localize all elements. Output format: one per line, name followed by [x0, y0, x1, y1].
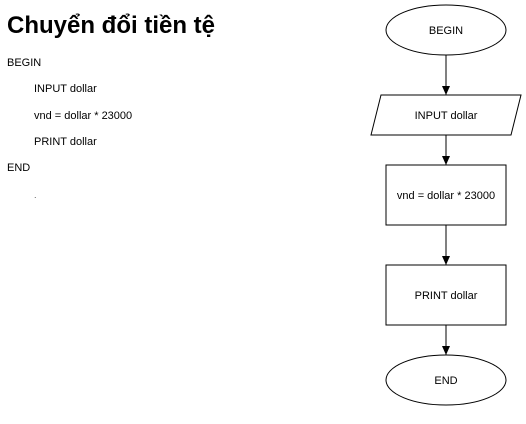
pseudocode-print: PRINT dollar — [34, 136, 97, 148]
flowchart-node-input: INPUT dollar — [370, 94, 522, 136]
flowchart-label-begin: BEGIN — [429, 25, 463, 37]
flowchart-label-print: PRINT dollar — [415, 290, 478, 302]
flowchart-nodes: BEGIN INPUT dollar vnd = dollar * 23000PRI… — [370, 4, 522, 406]
flowchart-label-input: INPUT dollar — [415, 110, 478, 122]
pseudocode-compute: vnd = dollar * 23000 — [34, 110, 133, 122]
page-title: Chuyển đổi tiền tệ — [7, 12, 216, 39]
flowchart-node-compute: vnd = dollar * 23000 — [385, 164, 507, 226]
flowchart-shape-input — [370, 94, 522, 136]
pseudocode-input: INPUT dollar — [34, 83, 97, 95]
flowchart-label-compute: vnd = dollar * 23000 — [397, 190, 495, 202]
flowchart-node-print: PRINT dollar — [385, 264, 507, 326]
pseudocode-end: END — [7, 162, 31, 174]
flowchart-label-end: END — [434, 375, 457, 387]
flowchart-shape-end — [385, 354, 507, 406]
pseudocode-trailing-dot: . — [34, 190, 37, 200]
flowchart-shape-begin — [385, 4, 507, 56]
flowchart-shape-compute — [385, 164, 507, 226]
flowchart-node-end: END — [385, 354, 507, 406]
pseudocode-begin: BEGIN — [7, 57, 42, 69]
flowchart-node-begin: BEGIN — [385, 4, 507, 56]
flowchart-shape-print — [385, 264, 507, 326]
